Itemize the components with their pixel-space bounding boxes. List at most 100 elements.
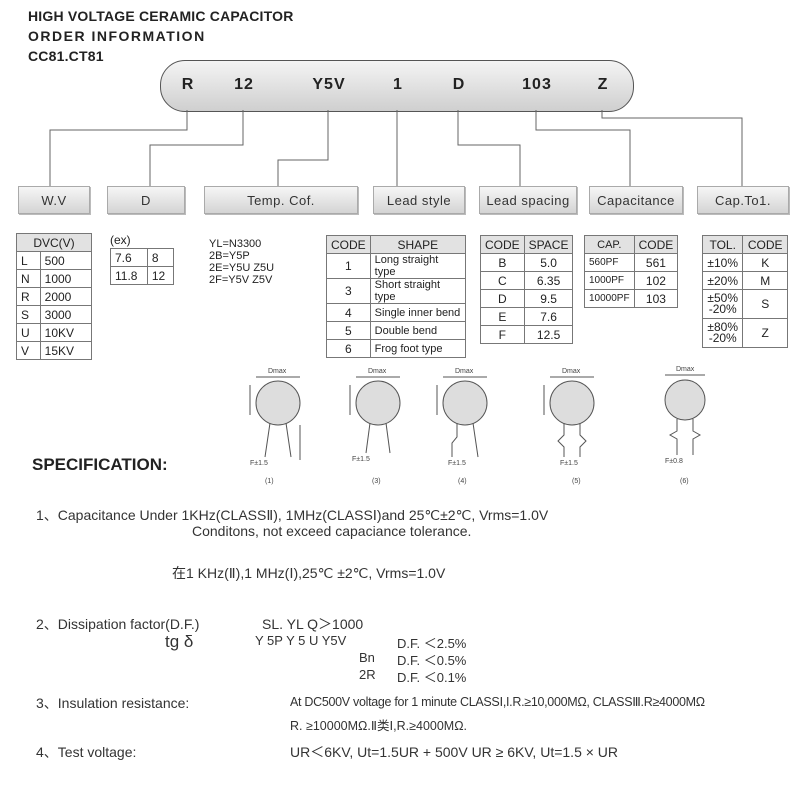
dvc-value: 10KV [39, 323, 93, 342]
dvc-code: V [16, 341, 41, 360]
lead-code: 6 [326, 339, 371, 358]
cap-code: 103 [633, 289, 679, 308]
spec-1b: Conditons, not exceed capaciance toleran… [192, 523, 472, 539]
diagram-label: (1) [265, 478, 274, 485]
dvc-value: 1000 [39, 269, 93, 288]
spec-2f: Bn [359, 650, 375, 665]
spacing-code: E [480, 307, 525, 326]
lead-code: 5 [326, 321, 371, 340]
cap-value: 1000PF [584, 271, 635, 290]
code-seg-wv: R [181, 76, 195, 93]
spacing-code: F [480, 325, 525, 344]
dmax-label: Dmax [676, 366, 695, 373]
spacing-value: 12.5 [523, 325, 574, 344]
dvc-code: R [16, 287, 41, 306]
spacing-code: D [480, 289, 525, 308]
lead-shape: Long straight type [369, 253, 467, 279]
code-seg-lead-style: 1 [393, 76, 403, 93]
diagram-frog-foot: Dmax F±0.8 (6) [664, 366, 706, 485]
spec-2e: D.F. ＜2.5% [397, 636, 467, 651]
label-lead-style: Lead style [373, 186, 465, 214]
spec-2h: 2R [359, 667, 376, 682]
tol-code: S [742, 289, 788, 319]
spacing-code: C [480, 271, 525, 290]
dvc-code: S [16, 305, 41, 324]
lead-style-header-shape: SHAPE [369, 235, 467, 254]
dmax-label: Dmax [368, 368, 387, 375]
table-row: ±80% -20%Z [701, 318, 788, 348]
lead-shape: Double bend [369, 321, 467, 340]
lead-shape: Single inner bend [369, 303, 467, 322]
lead-code: 1 [326, 253, 371, 279]
temp-list: YL=N3300 2B=Y5P 2E=Y5U Z5U 2F=Y5V Z5V [209, 238, 274, 286]
code-seg-temp: Y5V [312, 76, 346, 93]
order-code-bar: R 12 Y5V 1 D 103 Z [160, 60, 634, 112]
cap-header: CAP. [584, 235, 635, 254]
f-label: F±1.5 [560, 460, 578, 467]
title-line-2: ORDER INFORMATION [28, 28, 206, 44]
temp-item: 2F=Y5V Z5V [209, 274, 273, 286]
tol-code-header: CODE [742, 235, 788, 254]
diagram-label: (5) [572, 478, 581, 485]
dmax-label: Dmax [268, 368, 287, 375]
spec-2g: D.F. ＜0.5% [397, 653, 467, 668]
lead-style-diagrams: Dmax F±1.5 (1) Dmax F±1.5 (3) Dmax F±1.5… [249, 366, 706, 485]
tol-code: M [742, 271, 788, 290]
spec-1c: 在1 KHz(Ⅱ),1 MHz(Ⅰ),25℃ ±2℃, Vrms=1.0V [172, 565, 446, 581]
diagram-label: (4) [458, 478, 467, 485]
dia-ex: (ex) [110, 233, 131, 247]
spec-3b: At DC500V voltage for 1 minute CLASSⅠ,I.… [290, 695, 705, 709]
f-label: F±0.8 [665, 458, 683, 465]
lead-code: 3 [326, 278, 371, 304]
title-line-1: HIGH VOLTAGE CERAMIC CAPACITOR [28, 8, 294, 24]
dvc-value: 15KV [39, 341, 93, 360]
dvc-header: DVC(V) [16, 233, 92, 252]
table-row: ±10%K [701, 253, 788, 272]
spec-2b: SL. YL Q＞1000 [262, 616, 364, 632]
lead-shape: Short straight type [369, 278, 467, 304]
dvc-value: 3000 [39, 305, 93, 324]
lead-style-header-code: CODE [326, 235, 371, 254]
spec-3c: R. ≥10000MΩ.Ⅱ类Ⅰ,R.≥4000MΩ. [290, 719, 468, 733]
tol-header: TOL. [701, 235, 744, 254]
dvc-value: 2000 [39, 287, 93, 306]
spacing-value: 5.0 [523, 253, 574, 272]
temp-item: 2B=Y5P [209, 250, 250, 262]
diagram-short-straight: Dmax F±1.5 (3) [349, 368, 401, 485]
spec-1a: 1、Capacitance Under 1KHz(CLASSⅡ), 1MHz(C… [36, 507, 549, 523]
diagram-label: (3) [372, 478, 381, 485]
dvc-value: 500 [39, 251, 93, 270]
dia-value: 7.6 [110, 248, 148, 267]
spec-3a: 3、Insulation resistance: [36, 695, 190, 711]
cap-value: 10000PF [584, 289, 635, 308]
temp-item: YL=N3300 [209, 238, 262, 250]
label-capacitance: Capacitance [589, 186, 683, 214]
title-line-3: CC81.CT81 [28, 48, 104, 64]
dmax-label: Dmax [562, 368, 581, 375]
tol-code: Z [742, 318, 788, 348]
spacing-value: 9.5 [523, 289, 574, 308]
tol-value: ±50% -20% [701, 289, 744, 319]
spec-4b: UR＜6KV, Ut=1.5UR + 500V UR ≥ 6KV, Ut=1.5… [290, 744, 619, 760]
dvc-code: L [16, 251, 41, 270]
spec-title: SPECIFICATION: [32, 455, 168, 474]
diagram-long-straight: Dmax F±1.5 (1) [249, 368, 301, 485]
label-cap-tol: Cap.To1. [697, 186, 789, 214]
lead-code: 4 [326, 303, 371, 322]
